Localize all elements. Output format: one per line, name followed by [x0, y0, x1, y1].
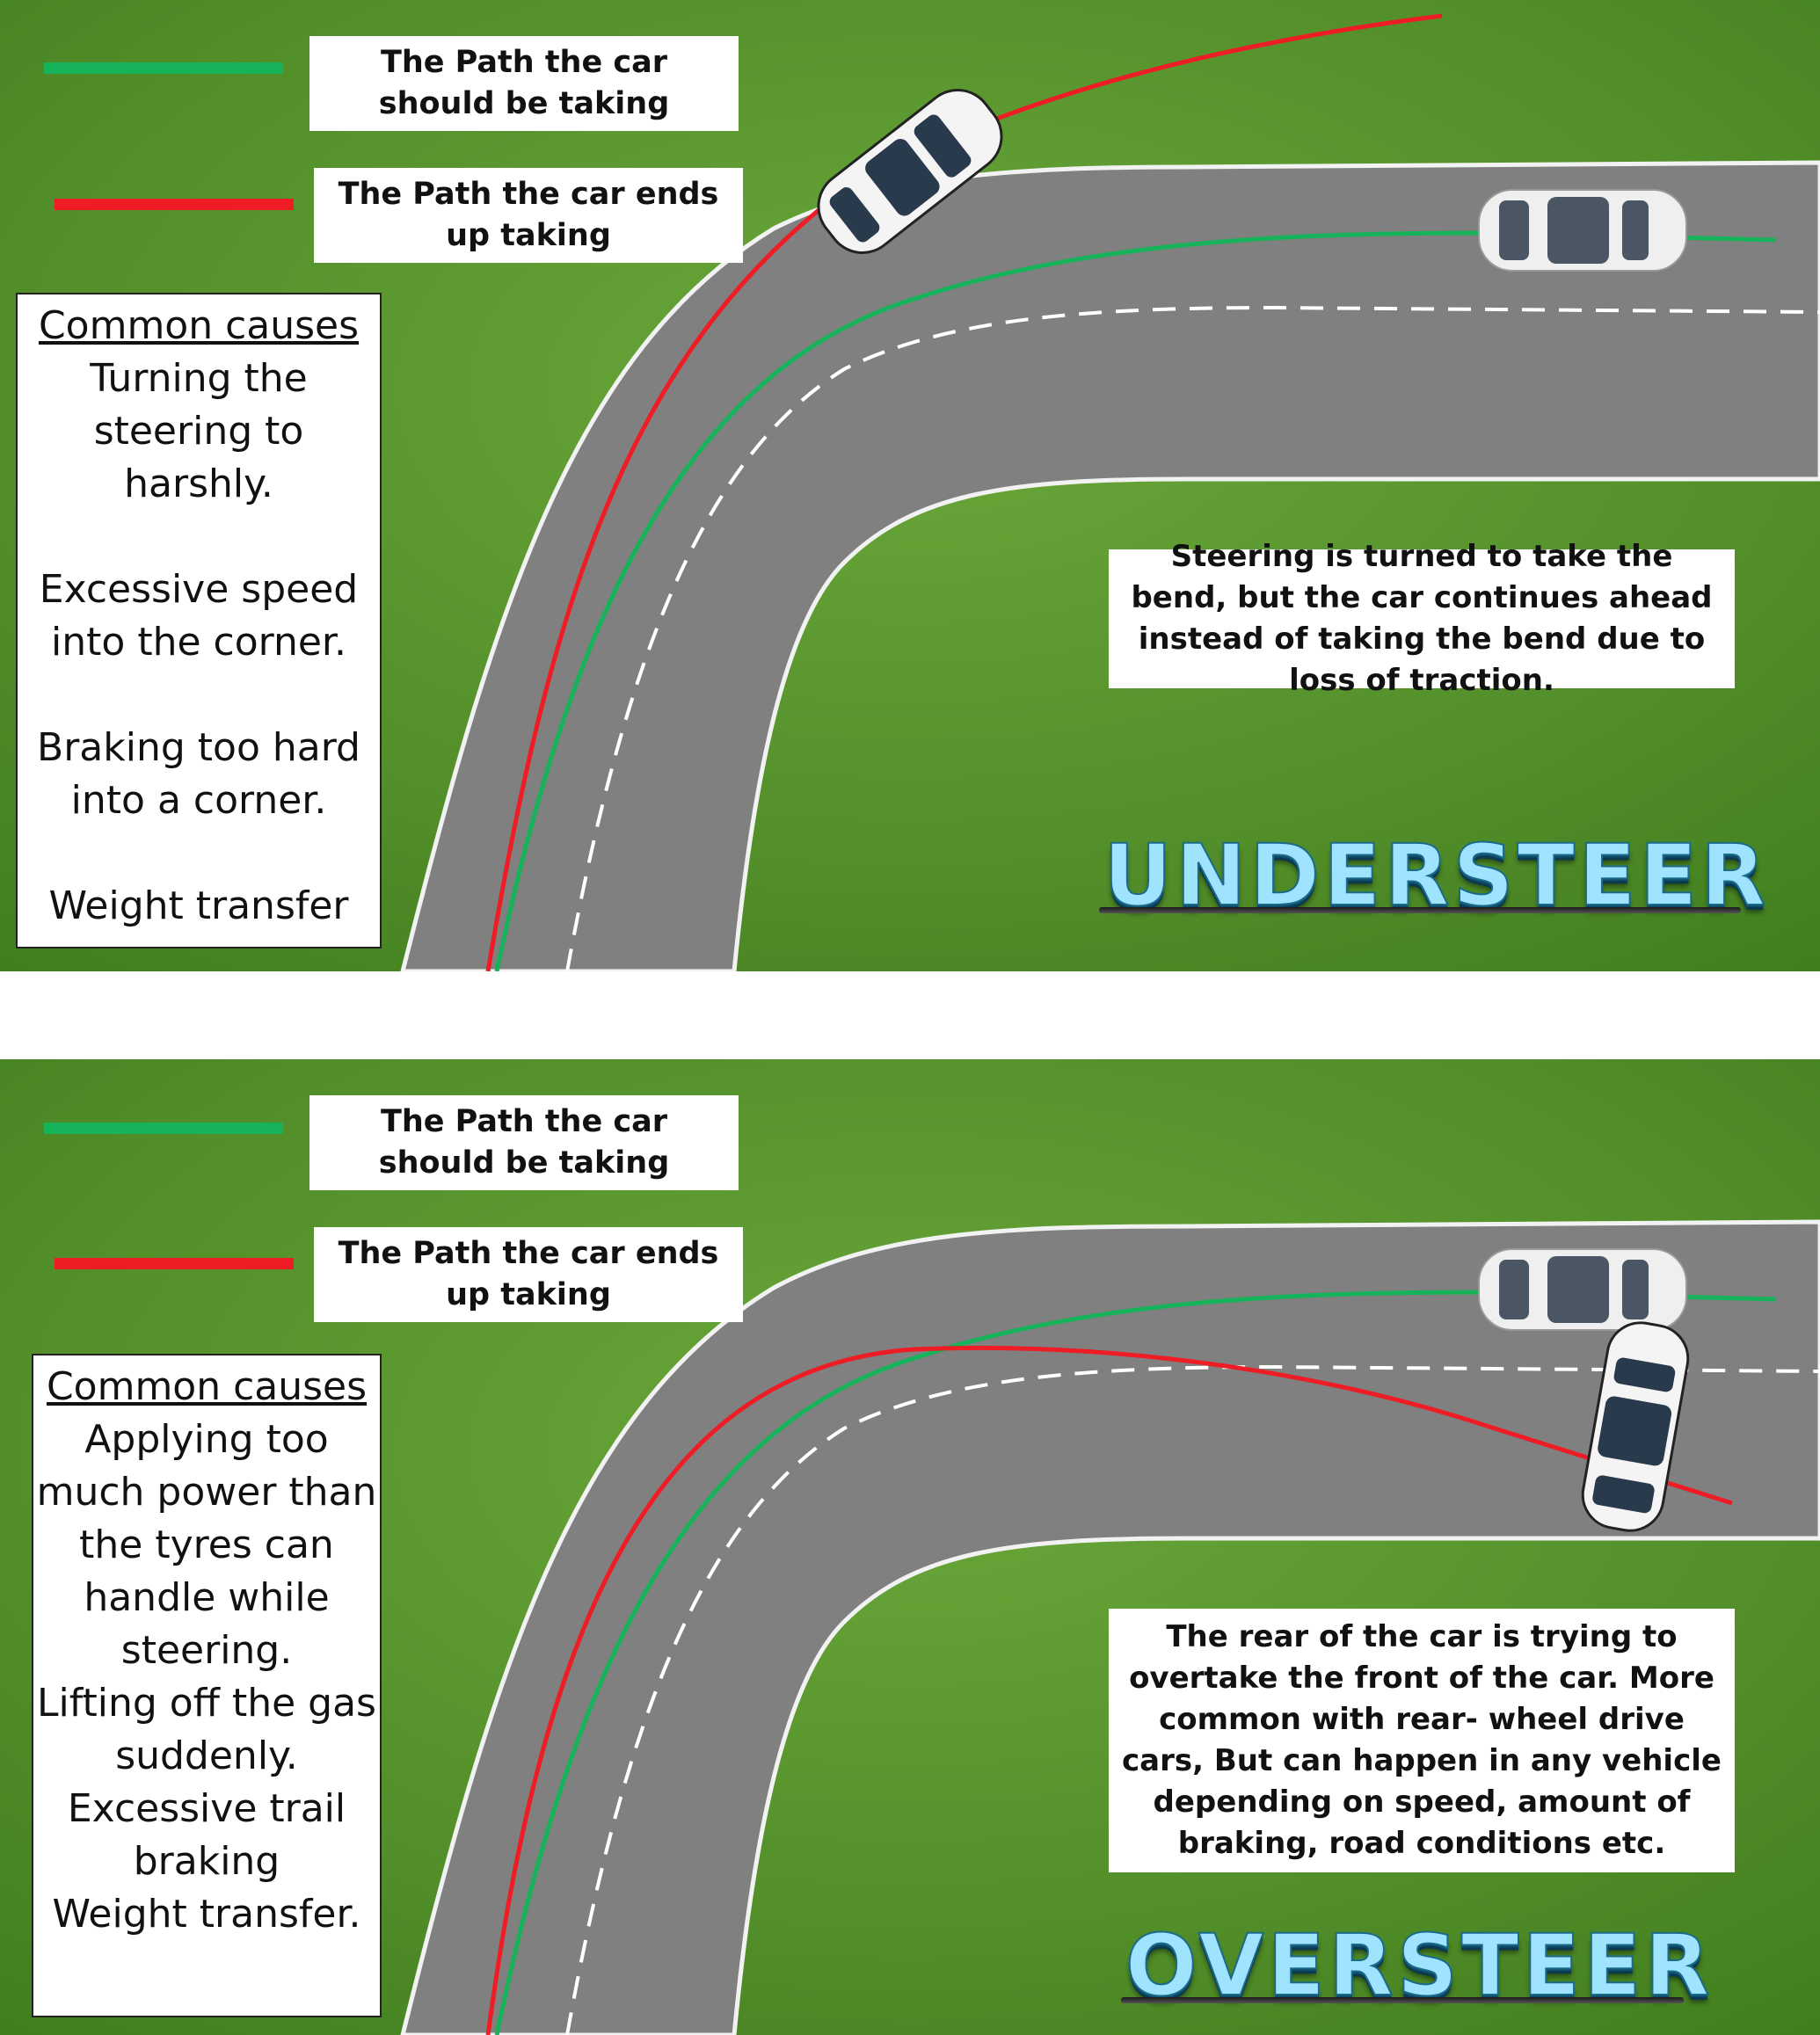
cause-item: Turning the steering to harshly.: [90, 356, 308, 506]
should-legend-swatch: [44, 1123, 283, 1134]
car-correct: [1478, 1248, 1687, 1331]
cause-item: Excessive trail braking: [67, 1786, 346, 1884]
cause-item: Lifting off the gas suddenly.: [37, 1681, 376, 1778]
actual-path-line: [485, 1345, 1733, 2035]
should-legend-swatch: [44, 62, 283, 74]
title-underline: [1121, 1997, 1684, 2003]
road: [400, 1219, 1820, 2035]
causes-title: Common causes: [38, 303, 360, 348]
cause-item: Braking too hard into a corner.: [37, 725, 360, 823]
causes-title: Common causes: [46, 1364, 368, 1409]
understeer-panel: The Path the car should be taking The Pa…: [0, 0, 1820, 971]
actual-legend-swatch: [55, 1258, 294, 1269]
actual-path-line: [485, 13, 1443, 971]
should-path-line: [494, 230, 1777, 971]
car-correct: [1478, 189, 1687, 272]
actual-legend-swatch: [55, 199, 294, 210]
description-box: The rear of the car is trying to overtak…: [1109, 1609, 1735, 1872]
road: [400, 160, 1820, 971]
car-spinning: [1581, 1321, 1690, 1532]
should-legend-label: The Path the car should be taking: [309, 1095, 739, 1190]
should-path-line: [494, 1290, 1777, 2035]
title-underline: [1099, 907, 1741, 913]
cause-item: Excessive speed into the corner.: [39, 567, 359, 665]
road-centre-line: [565, 1364, 1820, 2035]
cause-item: Weight transfer: [48, 883, 349, 928]
oversteer-panel: The Path the car should be taking The Pa…: [0, 1059, 1820, 2035]
causes-box: Common causes Applying too much power th…: [32, 1354, 382, 2017]
actual-legend-label: The Path the car ends up taking: [314, 1227, 743, 1322]
should-legend-label: The Path the car should be taking: [309, 36, 739, 131]
car-sliding: [817, 89, 1003, 254]
cause-item: Weight transfer.: [52, 1892, 361, 1937]
actual-legend-label: The Path the car ends up taking: [314, 168, 743, 263]
cause-item: Applying too much power than the tyres c…: [36, 1417, 377, 1673]
causes-box: Common causes Turning the steering to ha…: [16, 293, 382, 948]
description-box: Steering is turned to take the bend, but…: [1109, 539, 1735, 698]
